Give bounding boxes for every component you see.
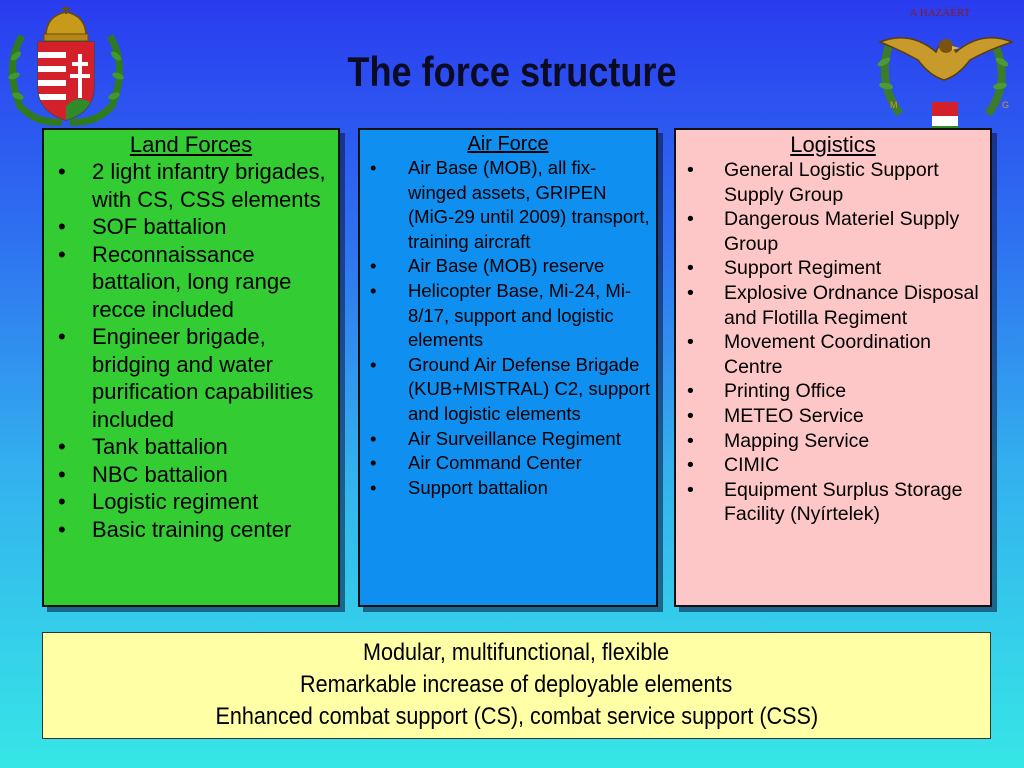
list-item: 2 light infantry brigades, with CS, CSS …: [44, 158, 338, 213]
summary-line-3: Enhanced combat support (CS), combat ser…: [215, 703, 818, 730]
list-item: Movement Coordination Centre: [676, 330, 990, 379]
list-item: Engineer brigade, bridging and water pur…: [44, 323, 338, 433]
logistics-heading: Logistics: [790, 132, 876, 157]
summary-line-1: Modular, multifunctional, flexible: [363, 639, 670, 666]
eagle-insignia-icon: A HAZÁÉRT M G: [877, 7, 1015, 130]
air-force-list: Air Base (MOB), all fix-winged assets, G…: [360, 156, 656, 500]
svg-text:A HAZÁÉRT: A HAZÁÉRT: [910, 7, 971, 19]
logistics-list: General Logistic Support Supply Group Da…: [676, 158, 990, 527]
list-item: Dangerous Materiel Supply Group: [676, 207, 990, 256]
summary-box: Modular, multifunctional, flexible Remar…: [42, 632, 991, 739]
list-item: Printing Office: [676, 379, 990, 404]
list-item: General Logistic Support Supply Group: [676, 158, 990, 207]
land-forces-list: 2 light infantry brigades, with CS, CSS …: [44, 158, 338, 543]
land-forces-box: Land Forces 2 light infantry brigades, w…: [42, 128, 340, 607]
summary-line-2: Remarkable increase of deployable elemen…: [300, 671, 733, 698]
air-force-box: Air Force Air Base (MOB), all fix-winged…: [358, 128, 658, 607]
list-item: Helicopter Base, Mi-24, Mi-8/17, support…: [360, 279, 656, 353]
list-item: Mapping Service: [676, 429, 990, 454]
logistics-box: Logistics General Logistic Support Suppl…: [674, 128, 992, 607]
list-item: Air Base (MOB) reserve: [360, 254, 656, 279]
list-item: Support Regiment: [676, 256, 990, 281]
list-item: Tank battalion: [44, 433, 338, 461]
svg-text:G: G: [1002, 100, 1009, 110]
list-item: Basic training center: [44, 516, 338, 544]
list-item: Air Surveillance Regiment: [360, 427, 656, 452]
list-item: Explosive Ordnance Disposal and Flotilla…: [676, 281, 990, 330]
list-item: Air Base (MOB), all fix-winged assets, G…: [360, 156, 656, 254]
list-item: Reconnaissance battalion, long range rec…: [44, 241, 338, 324]
list-item: CIMIC: [676, 453, 990, 478]
air-force-heading: Air Force: [467, 133, 549, 155]
land-forces-heading: Land Forces: [129, 132, 253, 157]
list-item: NBC battalion: [44, 461, 338, 489]
summary-line: Enhanced combat support (CS), combat ser…: [43, 701, 990, 733]
list-item: Ground Air Defense Brigade (KUB+MISTRAL)…: [360, 353, 656, 427]
list-item: Logistic regiment: [44, 488, 338, 516]
summary-line: Remarkable increase of deployable elemen…: [43, 669, 990, 701]
list-item: SOF battalion: [44, 213, 338, 241]
page-title: The force structure: [347, 48, 677, 95]
list-item: Equipment Surplus Storage Facility (Nyír…: [676, 478, 990, 527]
svg-text:M: M: [890, 100, 898, 110]
summary-line: Modular, multifunctional, flexible: [43, 637, 990, 669]
list-item: Support battalion: [360, 476, 656, 501]
list-item: METEO Service: [676, 404, 990, 429]
hungarian-coat-of-arms-icon: [8, 6, 124, 126]
list-item: Air Command Center: [360, 451, 656, 476]
